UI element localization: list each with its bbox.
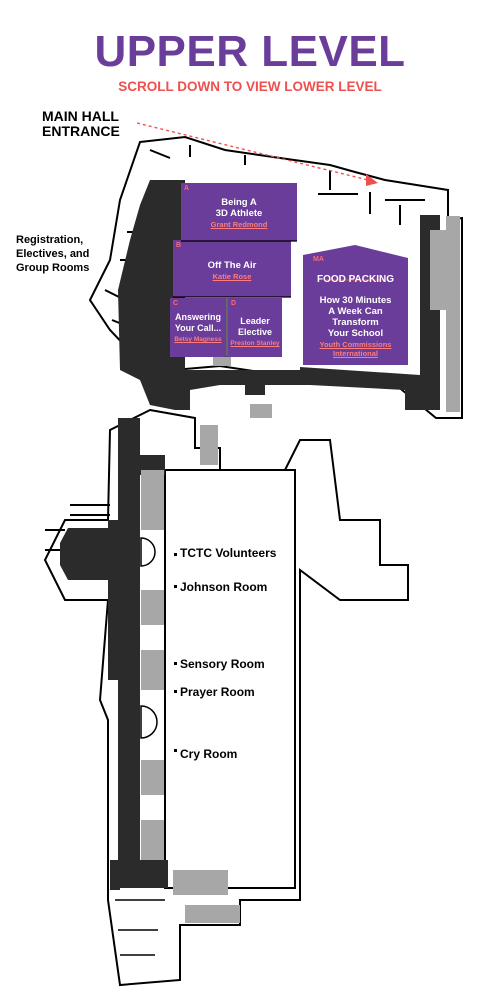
elective-rooms [170,183,408,365]
room-b-speaker[interactable]: Katie Rose [212,272,252,281]
lower-service-areas [141,425,240,923]
room-ma-title-1: How 30 Minutes [319,295,392,306]
room-a-shape [181,183,297,241]
room-ma-speaker[interactable]: Youth Commissions International [319,340,392,358]
entrance-line-2: ENTRANCE [42,123,120,139]
room-b-shape [173,240,291,297]
room-ma-title-2: A Week Can [328,306,383,317]
upper-building-outline [88,135,463,419]
page-title: UPPER LEVEL [94,27,406,76]
room-c-speaker[interactable]: Betsy Magness [174,336,222,343]
room-prayer[interactable]: Prayer Room [180,685,255,699]
bottom-entry [115,899,165,956]
room-a-tag: A [184,185,190,192]
room-johnson[interactable]: Johnson Room [180,580,268,594]
room-b-title-1: Off The Air [207,260,257,271]
room-dots [174,553,177,752]
room-d-title-1: Leader [240,316,270,326]
room-ma-tag: MA [313,256,324,263]
room-ma-heading: FOOD PACKING [316,274,395,285]
room-d-title-2: Elective [237,327,273,337]
room-tctc-volunteers[interactable]: TCTC Volunteers [180,546,277,560]
lower-round-alcoves [140,537,158,739]
entrance-line-1: MAIN HALL [42,108,119,124]
room-d-shape [228,298,282,357]
entrance-arrow [136,122,378,186]
registration-line-2: Electives, and [16,248,90,260]
room-a-speaker[interactable]: Grant Redmond [210,220,268,229]
room-ma-shape [303,245,408,365]
room-b-tag: B [176,242,182,249]
room-b[interactable]: B Off The Air Katie Rose [173,240,291,297]
registration-label: Registration, Electives, and Group Rooms [16,233,106,275]
room-ma-title-3: Transform [332,317,379,328]
room-d-speaker[interactable]: Preston Stanley [230,340,280,347]
room-a-title-1: Being A [221,197,257,208]
lower-building-outline [43,408,409,987]
room-sensory[interactable]: Sensory Room [180,657,265,671]
lower-corridor [60,418,168,890]
room-d[interactable]: D Leader Elective Preston Stanley [228,298,282,357]
room-c[interactable]: C Answering Your Call... Betsy Magness [170,298,226,357]
room-ma[interactable]: MA FOOD PACKING How 30 Minutes A Week Ca… [303,250,408,365]
room-cry[interactable]: Cry Room [180,747,238,761]
room-c-tag: C [173,300,179,307]
room-a[interactable]: A Being A 3D Athlete Grant Redmond [181,183,297,241]
room-a-title-2: 3D Athlete [215,208,263,219]
room-c-title-1: Answering [174,312,221,322]
main-hall-entrance-label: MAIN HALL ENTRANCE [42,109,162,139]
scroll-hint[interactable]: SCROLL DOWN TO VIEW LOWER LEVEL [118,79,382,94]
registration-line-1: Registration, [16,234,84,246]
room-ma-title-4: Your School [327,328,384,339]
room-d-tag: D [231,300,237,307]
room-c-title-2: Your Call... [174,323,222,333]
registration-line-3: Group Rooms [16,262,90,274]
room-c-shape [170,298,226,357]
upper-service-areas [213,216,460,418]
